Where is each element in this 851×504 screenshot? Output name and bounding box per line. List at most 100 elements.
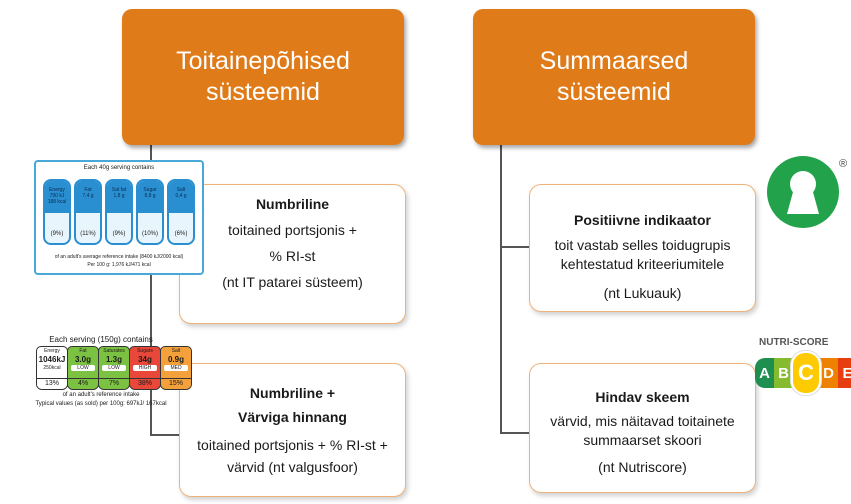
battery-cell-percent: (10%) — [141, 231, 158, 237]
battery-cell-text: Salt — [176, 187, 186, 193]
battery-label-header: Each 40g serving contains — [83, 165, 155, 171]
battery-cell-text: 188 kcal — [47, 199, 67, 205]
traffic-box-level: MED — [164, 365, 188, 371]
battery-cell-percent: (6%) — [174, 231, 188, 237]
right-card-positive: Positiivne indikaator toit vastab selles… — [529, 184, 756, 312]
left-card2-title-line1: Numbriline + — [249, 385, 336, 401]
left-card1-line3: (nt IT patarei süsteem) — [222, 274, 363, 290]
traffic-box-value: 34g — [138, 355, 152, 364]
right-card1-title: Positiivne indikaator — [574, 212, 711, 228]
traffic-label-footer1: of an adult's reference intake — [62, 392, 140, 398]
left-card2-line2: värvid (nt valgusfoor) — [227, 459, 358, 475]
traffic-label-footer2: Typical values (as sold) per 100g: 697kJ… — [35, 401, 167, 407]
battery-cell-text: 790 kJ — [49, 193, 65, 199]
battery-cell-text: Fat — [84, 187, 92, 193]
nutriscore-letter-a: A — [755, 358, 774, 388]
traffic-box-value2: 250kcal — [43, 365, 61, 371]
right-card2-line2: summaarset skoori — [583, 432, 702, 448]
right-connector-branch-1 — [500, 246, 530, 248]
traffic-box-name: Fat — [79, 348, 87, 354]
traffic-label-header: Each serving (150g) contains — [49, 335, 153, 344]
nutriscore-title: NUTRI-SCORE — [759, 337, 829, 348]
traffic-box-percent: 13% — [37, 378, 67, 389]
battery-label-footer2: Per 100 g: 1,976 kJ/471 kcal — [87, 262, 151, 268]
traffic-box-value: 0.9g — [167, 355, 184, 364]
left-header: Toitainepõhised süsteemid — [122, 9, 404, 145]
battery-cell-percent: (9%) — [112, 231, 126, 237]
nutriscore-letter-c: C — [791, 351, 821, 395]
left-card1-line1: toitained portsjonis + — [228, 222, 357, 238]
traffic-box-value: 3.0g — [74, 355, 91, 364]
traffic-box-name: Saturates — [103, 348, 125, 354]
battery-cell-text: 0,4 g — [175, 193, 187, 199]
left-card2-line1: toitained portsjonis + % RI-st + — [197, 437, 388, 453]
traffic-box-level: LOW — [102, 365, 126, 371]
right-card1-line1: toit vastab selles toidugrupis — [554, 237, 731, 253]
right-card1-line2: kehtestatud kriteeriumitele — [560, 256, 725, 272]
right-card-rating: Hindav skeem värvid, mis näitavad toitai… — [529, 363, 756, 493]
lukuaukko-keyhole-logo — [767, 156, 839, 228]
left-header-line1: Toitainepõhised — [176, 47, 350, 75]
nutriscore-letter-e: E — [838, 358, 851, 388]
battery-cell-percent: (11%) — [80, 231, 96, 237]
battery-cell-text: Sat fat — [111, 187, 127, 193]
traffic-box-level: LOW — [71, 365, 95, 371]
right-connector-vertical — [500, 145, 502, 433]
right-header-line1: Summaarsed — [539, 47, 689, 75]
traffic-box-name: Salt — [171, 348, 181, 354]
traffic-box-level: HIGH — [133, 365, 157, 371]
right-card2-line3: (nt Nutriscore) — [598, 459, 687, 475]
battery-cell-text: Sugar — [143, 187, 157, 193]
traffic-box-value: 1046kJ — [38, 355, 66, 364]
traffic-box-percent: 15% — [161, 378, 191, 389]
right-connector-branch-2 — [500, 432, 530, 434]
traffic-box-percent: 4% — [68, 378, 98, 389]
right-card2-title: Hindav skeem — [595, 389, 690, 405]
right-header: Summaarsed süsteemid — [473, 9, 755, 145]
battery-cell-percent: (9%) — [50, 231, 64, 237]
traffic-box-name: Sugars — [137, 348, 153, 354]
battery-label-footer1: of an adult's average reference intake (… — [54, 254, 184, 260]
traffic-box-percent: 38% — [130, 378, 160, 389]
left-card-numeric-color: Numbriline + Värviga hinnang toitained p… — [179, 363, 406, 497]
right-header-line2: süsteemid — [557, 78, 671, 106]
left-header-line2: süsteemid — [206, 78, 320, 106]
left-card2-title-line2: Värviga hinnang — [238, 409, 347, 425]
nutriscore-letter-b: B — [774, 358, 793, 388]
traffic-box-name: Energy — [44, 348, 60, 354]
right-card1-line3: (nt Lukuauk) — [603, 285, 682, 301]
keyhole-icon — [787, 171, 819, 214]
traffic-box-percent: 7% — [99, 378, 129, 389]
battery-cell-text: Energy — [49, 187, 65, 193]
left-card1-title: Numbriline — [255, 196, 330, 212]
nutriscore-letter-d: D — [819, 358, 838, 388]
battery-cell-text: 7,4 g — [82, 193, 94, 199]
right-card2-line1: värvid, mis näitavad toitainete — [550, 413, 735, 429]
left-connector-vertical — [150, 145, 152, 435]
battery-cell-text: 1,8 g — [113, 193, 125, 199]
left-card1-line2: % RI-st — [269, 248, 316, 264]
left-connector-branch-2 — [150, 434, 180, 436]
left-card-numeric: Numbriline toitained portsjonis + % RI-s… — [179, 184, 406, 324]
registered-mark: ® — [839, 158, 848, 170]
traffic-box-value: 1.3g — [105, 355, 122, 364]
battery-cell-text: 8,8 g — [144, 193, 156, 199]
